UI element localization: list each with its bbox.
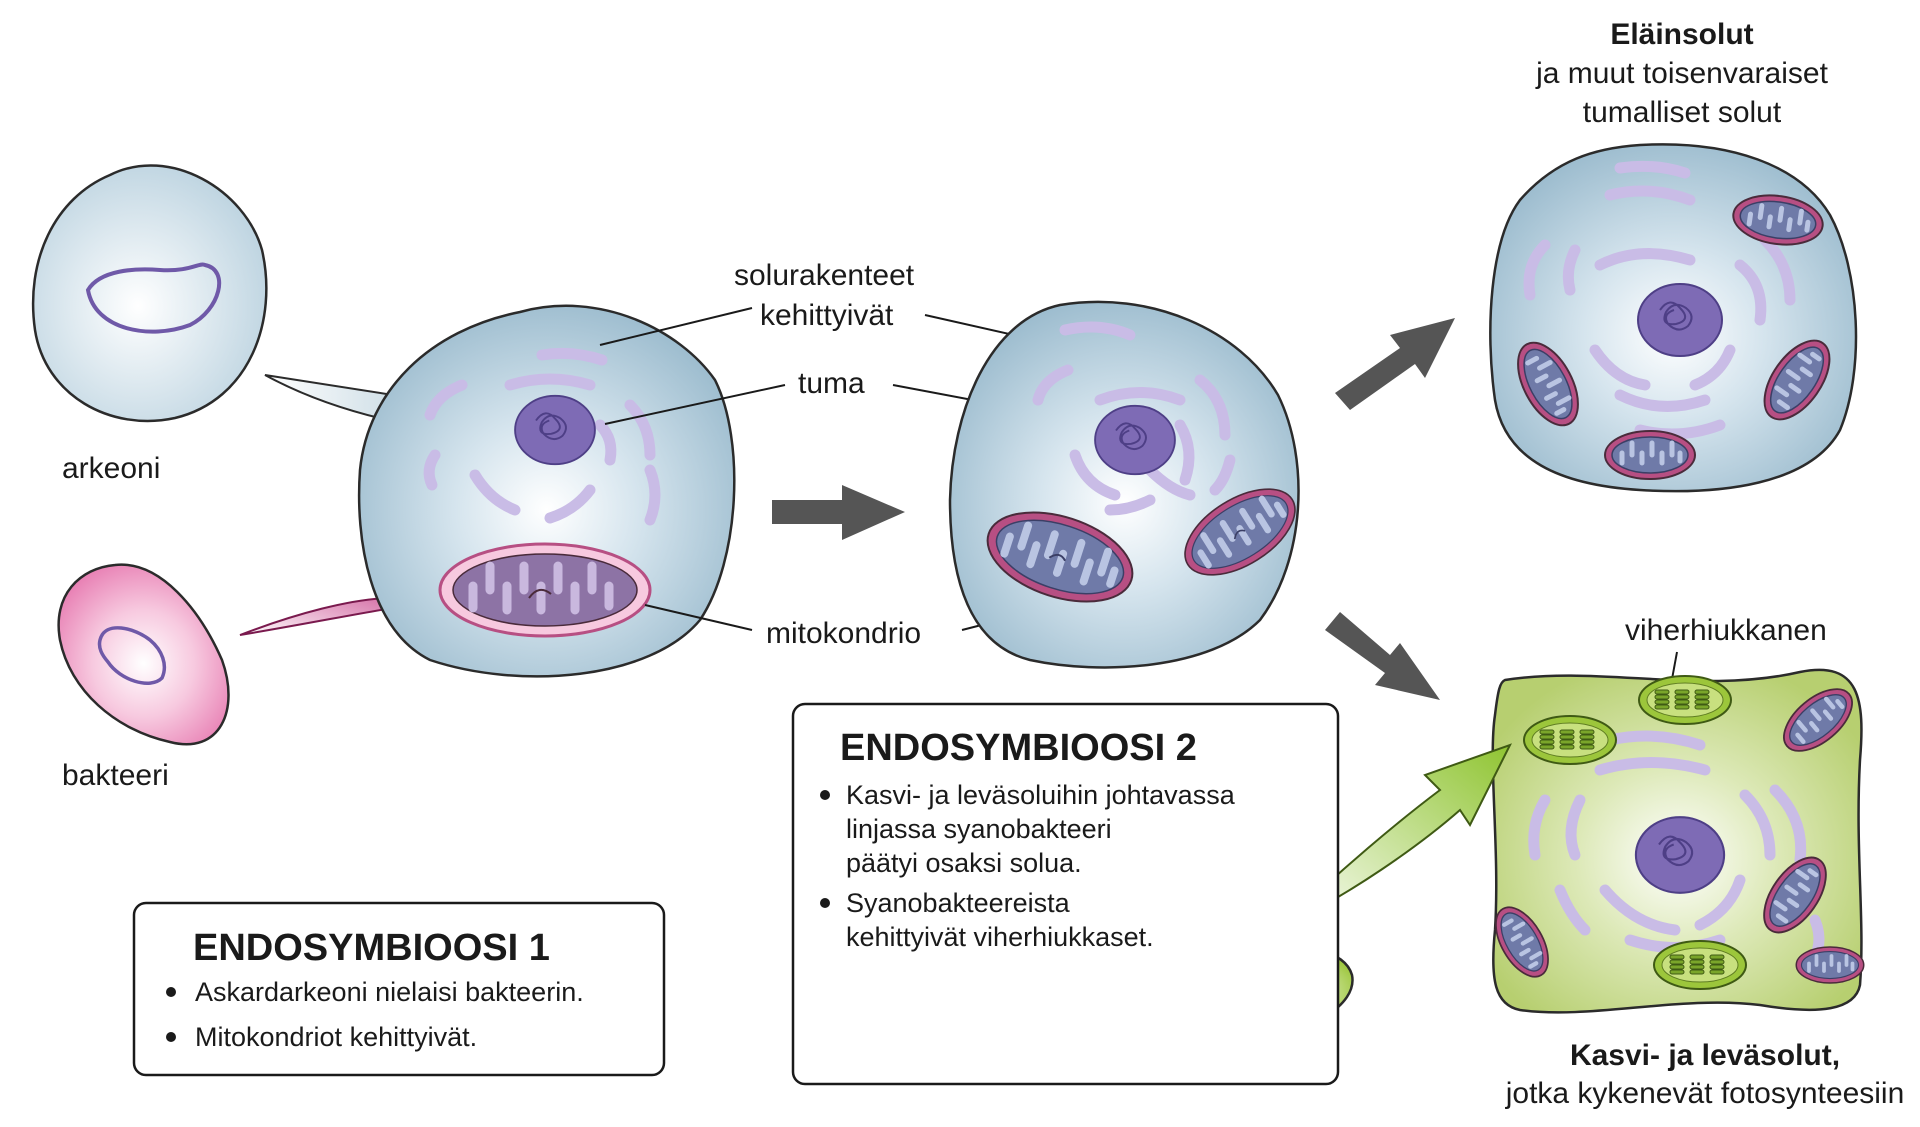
box1-bullet-1: Askardarkeoni nielaisi bakteerin. <box>195 977 584 1007</box>
arrow-to-plant <box>1325 612 1440 700</box>
structures-label-2: kehittyivät <box>760 299 894 332</box>
bacterium-dna <box>97 626 167 685</box>
endosymbiosis-2-box: ENDOSYMBIOOSI 2 Kasvi- ja leväsoluihin j… <box>791 702 1340 1086</box>
cell-stage-2 <box>948 300 1310 669</box>
arrow-stage-1-to-2 <box>772 485 905 540</box>
animal-title: Eläinsolut <box>1610 18 1753 51</box>
animal-cell <box>1489 143 1858 493</box>
archaeon-dna <box>85 262 222 334</box>
box1-title: ENDOSYMBIOOSI 1 <box>193 927 550 969</box>
animal-line3: tumalliset solut <box>1583 96 1782 129</box>
plant-line2: jotka kykenevät fotosynteesiin <box>1505 1077 1905 1110</box>
archaeon-label: arkeoni <box>62 452 160 485</box>
archaeon-cell <box>31 164 268 423</box>
bacterium-cell <box>57 563 230 746</box>
structures-label-1: solurakenteet <box>734 259 915 292</box>
endosymbiosis-1-box: ENDOSYMBIOOSI 1 Askardarkeoni nielaisi b… <box>132 901 666 1077</box>
arrow-to-animal <box>1335 318 1455 410</box>
plant-title: Kasvi- ja leväsolut, <box>1570 1039 1840 1072</box>
cell-stage-1 <box>357 304 736 678</box>
animal-line2: ja muut toisenvaraiset <box>1535 57 1828 90</box>
box2-bullet-1-line-1: Kasvi- ja leväsoluihin johtavassa <box>846 780 1236 810</box>
chloroplast-label: viherhiukkanen <box>1625 614 1827 647</box>
bacterium-label: bakteeri <box>62 759 169 792</box>
box2-title: ENDOSYMBIOOSI 2 <box>840 727 1197 769</box>
plant-cell <box>1485 668 1866 1014</box>
box2-bullet-2-line-1: Syanobakteereista <box>846 888 1071 918</box>
nucleus-label: tuma <box>798 367 865 400</box>
mitochondrion-label: mitokondrio <box>766 617 921 650</box>
box2-bullet-1-line-2: linjassa syanobakteeri <box>846 814 1112 844</box>
box2-bullet-2-line-2: kehittyivät viherhiukkaset. <box>846 922 1154 952</box>
box1-bullet-2: Mitokondriot kehittyivät. <box>195 1022 477 1052</box>
box2-bullet-1-line-3: päätyi osaksi solua. <box>846 848 1082 878</box>
